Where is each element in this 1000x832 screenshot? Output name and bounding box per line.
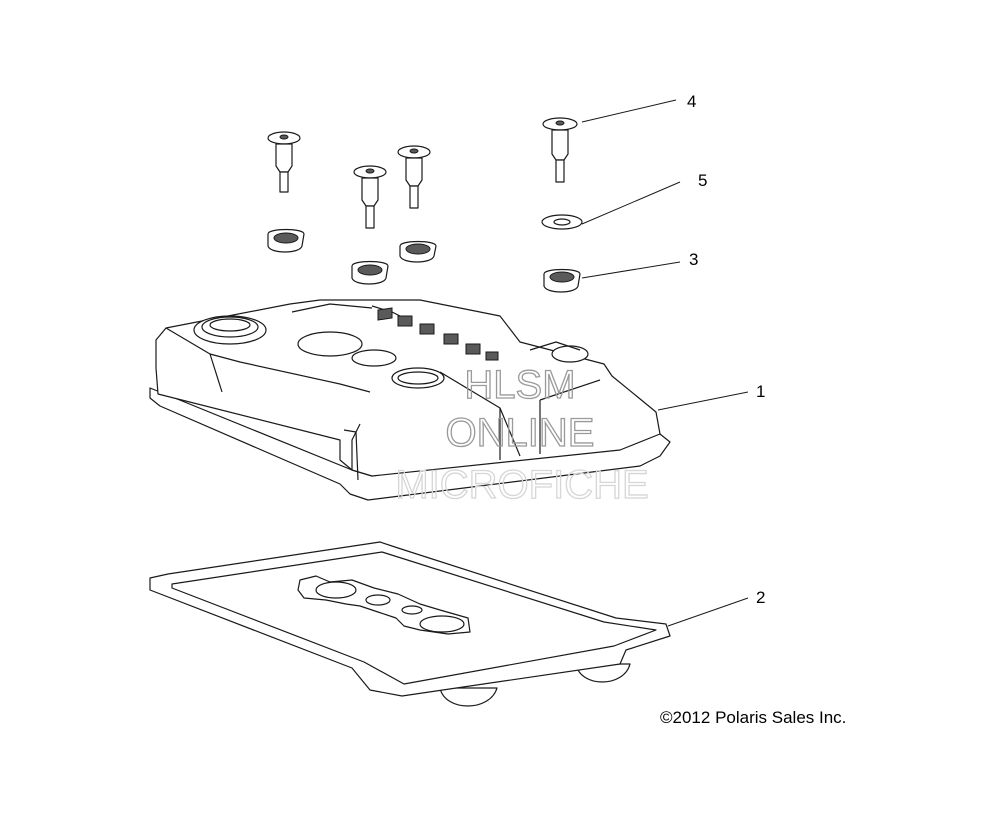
watermark-line-1: HLSM bbox=[464, 363, 575, 407]
valve-cover bbox=[149, 299, 671, 501]
shoulder-bolt bbox=[542, 117, 578, 183]
washer bbox=[541, 214, 583, 230]
callout-4: 4 bbox=[687, 92, 696, 111]
grommet bbox=[351, 260, 389, 285]
grommet bbox=[399, 240, 437, 263]
shoulder-bolt bbox=[353, 165, 387, 229]
watermark-line-2: ONLINE bbox=[446, 411, 595, 455]
callout-5: 5 bbox=[698, 171, 707, 190]
callout-2: 2 bbox=[756, 588, 765, 607]
callout-1: 1 bbox=[756, 382, 765, 401]
copyright-notice: ©2012 Polaris Sales Inc. bbox=[660, 708, 847, 727]
shoulder-bolt bbox=[267, 131, 301, 193]
grommet bbox=[543, 268, 581, 293]
shoulder-bolt bbox=[397, 145, 431, 209]
callout-3: 3 bbox=[689, 250, 698, 269]
valve-cover-gasket bbox=[149, 541, 671, 707]
grommet bbox=[267, 228, 305, 253]
watermark-line-3: MICROFICHE bbox=[395, 463, 648, 507]
leader-lines bbox=[581, 99, 749, 627]
